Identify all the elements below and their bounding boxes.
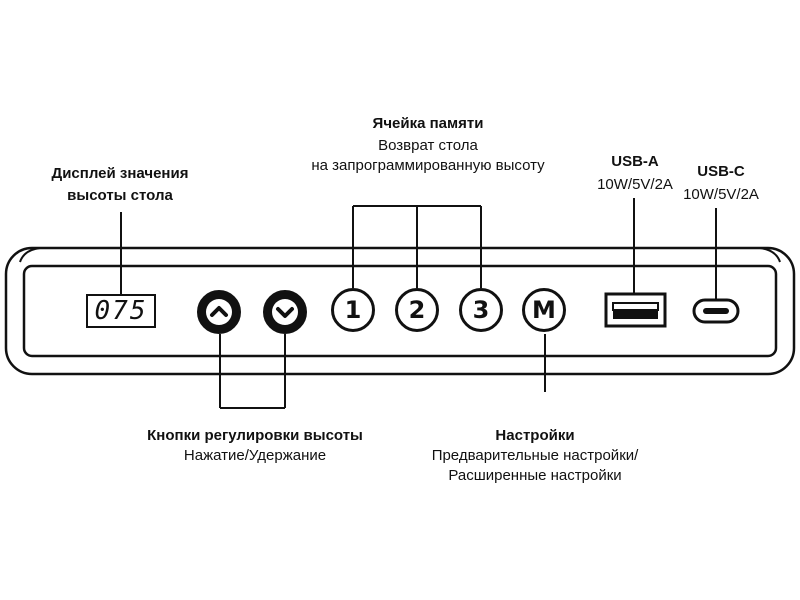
height-display: 075 xyxy=(86,294,156,328)
height-up-button[interactable] xyxy=(197,290,241,334)
chevron-up-icon xyxy=(206,299,232,325)
settings-m-button[interactable]: M xyxy=(522,288,566,332)
usb-a-spec: 10W/5V/2A xyxy=(597,176,673,193)
height-buttons-sub: Нажатие/Удержание xyxy=(183,447,327,464)
usb-c-port-icon xyxy=(692,298,740,324)
usb-c-title: USB-C xyxy=(697,163,745,180)
memory-1-button[interactable]: 1 xyxy=(331,288,375,332)
settings-line2: Расширенные настройки xyxy=(448,467,622,484)
usb-a-title: USB-A xyxy=(611,153,659,170)
memory-label-line2: на запрограммированную высоту xyxy=(311,157,545,174)
memory-label-line1: Возврат стола xyxy=(378,137,478,154)
settings-title: Настройки xyxy=(495,427,575,444)
panel-top-edge xyxy=(19,247,781,263)
display-label-line2: высоты стола xyxy=(67,187,173,204)
panel-inner-face xyxy=(22,264,778,358)
display-label-line1: Дисплей значения xyxy=(51,165,189,182)
usb-c-spec: 10W/5V/2A xyxy=(683,186,759,203)
height-buttons-title: Кнопки регулировки высоты xyxy=(147,427,363,444)
chevron-down-icon xyxy=(272,299,298,325)
height-down-button[interactable] xyxy=(263,290,307,334)
memory-label-title: Ячейка памяти xyxy=(372,115,484,132)
memory-2-button[interactable]: 2 xyxy=(395,288,439,332)
memory-3-button[interactable]: 3 xyxy=(459,288,503,332)
settings-line1: Предварительные настройки/ xyxy=(431,447,639,464)
usb-a-port-icon xyxy=(604,292,667,328)
